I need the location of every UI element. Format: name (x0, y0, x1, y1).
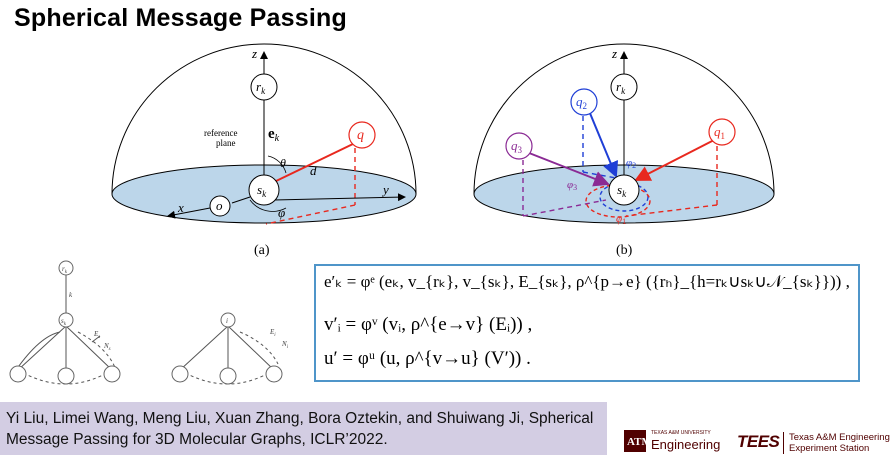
q3-label: q (511, 138, 518, 153)
node-sk (248, 174, 280, 206)
svg-text:rk: rk (62, 265, 68, 275)
phi2-label: φ (626, 157, 632, 169)
tees-logo: TEES Texas A&M Engineering Experiment St… (737, 432, 890, 454)
edge-k-label: k (69, 291, 73, 299)
d-label: d (310, 163, 317, 178)
equation-box: e′ₖ = φᵉ (eₖ, v_{rₖ}, v_{sₖ}, E_{sₖ}, ρ^… (314, 264, 860, 382)
message-passing-graphs: rk k sk Es Ns i Ei Ni (9, 260, 289, 385)
d-vector (273, 142, 356, 183)
caption-b: (b) (616, 243, 633, 258)
node-q1 (708, 118, 736, 146)
svg-text:sk: sk (617, 182, 627, 199)
node-o (209, 195, 231, 217)
svg-text:q2: q2 (576, 94, 587, 111)
figure-a-spherical-diagram: z rk ek reference plane q θ d y o x φ sk… (111, 43, 417, 258)
hemisphere-outline-b (473, 43, 775, 195)
caption-a: (a) (254, 243, 270, 258)
node-q2 (570, 88, 598, 116)
svg-text:Ni: Ni (281, 340, 289, 350)
graph-node-rk (58, 260, 74, 276)
q-label: q (357, 128, 364, 143)
rk-label: r (256, 79, 262, 94)
graph-node-sk (58, 312, 74, 328)
node-rk-b (610, 73, 638, 101)
svg-text:ek: ek (268, 126, 280, 144)
theta-label: θ (280, 156, 286, 170)
svg-text:q1: q1 (714, 124, 725, 141)
svg-text:rk: rk (616, 79, 626, 96)
tees-mark: TEES (737, 432, 780, 451)
svg-text:φ2: φ2 (626, 157, 636, 170)
equation-global-update: u′ = φᵘ (u, ρ^{v→u} (V′)) . (324, 348, 531, 369)
slide-title: Spherical Message Passing (14, 4, 347, 32)
node-q (348, 121, 376, 149)
svg-text:Es: Es (93, 330, 100, 340)
y-axis-label: y (381, 182, 389, 197)
reference-label: reference (204, 128, 237, 138)
svg-text:φ1: φ1 (616, 213, 626, 226)
graph-node-i-label: i (226, 317, 228, 325)
figure-b-spherical-diagram: z rk q1 q2 q3 φ2 φ3 φ1 sk (b) (473, 43, 775, 258)
svg-text:φ3: φ3 (567, 179, 577, 192)
sk-label: s (257, 182, 262, 197)
svg-text:ATM: ATM (627, 436, 646, 448)
plane-label: plane (216, 138, 236, 148)
q1-label: q (714, 124, 721, 139)
graph-node-i (220, 312, 236, 328)
phi3-label: φ (567, 179, 573, 191)
svg-text:q3: q3 (511, 138, 523, 155)
tamu-mark-icon: ATM (624, 430, 646, 452)
o-label: o (216, 198, 223, 213)
equation-vertex-update: v′ᵢ = φᵛ (vᵢ, ρ^{e→v} (Eᵢ)) , (324, 314, 533, 335)
svg-text:Ei: Ei (269, 328, 276, 338)
phi-label: φ (278, 205, 285, 220)
equation-edge-update: e′ₖ = φᵉ (eₖ, v_{rₖ}, v_{sₖ}, E_{sₖ}, ρ^… (324, 272, 850, 291)
svg-text:rk: rk (256, 79, 266, 96)
z-axis-label: z (251, 46, 257, 61)
tamu-engineering-logo: ATM TEXAS A&M UNIVERSITY Engineering (624, 428, 734, 456)
node-sk-b (608, 174, 640, 206)
x-axis-label: x (177, 200, 184, 215)
ek-label: e (268, 126, 275, 142)
sk-label-b: s (617, 182, 622, 197)
phi1-label: φ (616, 213, 622, 225)
citation-box: Yi Liu, Limei Wang, Meng Liu, Xuan Zhang… (0, 402, 607, 455)
q2-label: q (576, 94, 583, 109)
svg-text:Ns: Ns (103, 342, 111, 352)
node-q3 (505, 132, 533, 160)
node-rk (250, 73, 278, 101)
svg-text:sk: sk (61, 317, 67, 327)
hemisphere-outline (111, 43, 417, 195)
rk-label-b: r (616, 79, 622, 94)
z-axis-label-b: z (611, 46, 617, 61)
svg-text:sk: sk (257, 182, 267, 199)
